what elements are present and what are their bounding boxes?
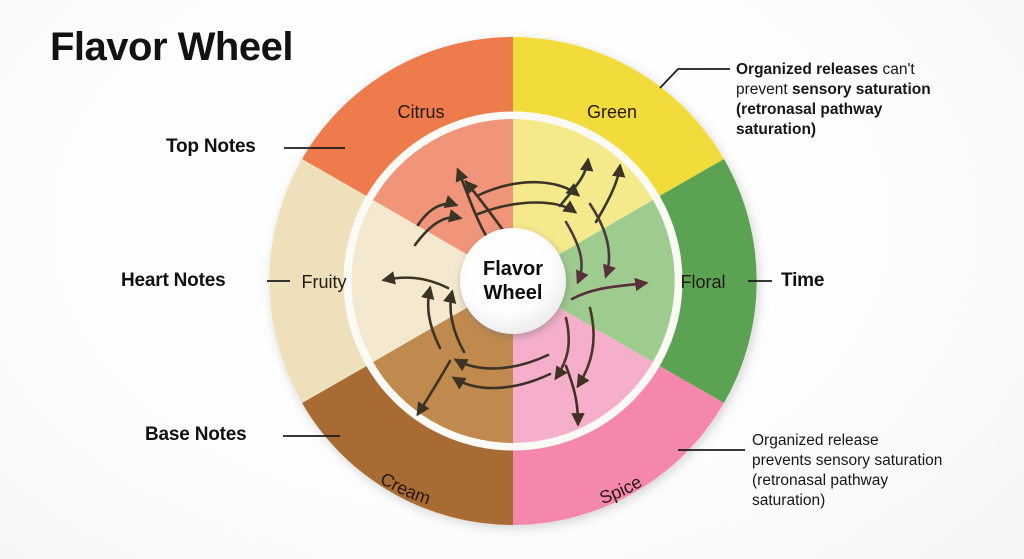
callout-top-right-rest-1: can't: [878, 61, 915, 78]
stage-label-base-notes: Base Notes: [145, 424, 247, 445]
segment-label-green: Green: [587, 102, 637, 122]
callout-bottom-right-line-4: saturation): [752, 492, 826, 509]
leader-callout-top-right: [659, 68, 730, 89]
arrow-green-floral-2: [564, 220, 589, 285]
segment-floral-outer[interactable]: [513, 364, 724, 525]
callout-bottom-right-line-1: Organized release: [752, 432, 879, 449]
arrow-cream-fruity-2: [443, 289, 466, 354]
segment-spice-outer[interactable]: [302, 364, 513, 525]
callout-bottom-right-line-3: (retronasal pathway: [752, 472, 889, 489]
segment-label-floral: Floral: [680, 272, 725, 292]
segment-label-citrus: Citrus: [397, 102, 444, 122]
arrow-citrus-green-2: [476, 200, 578, 216]
arrow-floral-spice-1: [576, 306, 595, 389]
arrow-spice-cream-2: [451, 372, 552, 390]
segment-fruity-outer[interactable]: [302, 37, 513, 198]
wheel-hub[interactable]: [460, 228, 566, 334]
arrow-citrus-3: [416, 195, 459, 227]
callout-top-right-bold-2: sensory saturation: [792, 81, 931, 98]
segment-green-inner[interactable]: [558, 200, 675, 362]
segment-label-fruity: Fruity: [302, 272, 347, 292]
callout-top-right-line-3: (retronasal pathway: [736, 101, 883, 118]
callout-top-right-bold-1: Organized releases: [736, 61, 879, 78]
arrow-cream-1: [416, 359, 452, 417]
hub-label-line1: Flavor: [483, 258, 543, 280]
callout-top-right-rest-2: prevent: [736, 81, 793, 98]
arrow-spice-cream-1: [453, 353, 550, 372]
callout-top-right: Organized releases can't prevent sensory…: [736, 60, 996, 140]
callout-bottom-right: Organized release prevents sensory satur…: [752, 431, 1012, 511]
leader-lines: [267, 68, 772, 451]
arrow-spice-1: [564, 364, 585, 427]
segment-citrus-inner[interactable]: [513, 119, 653, 255]
arrow-green-2: [594, 163, 626, 224]
arrow-floral-1: [570, 277, 649, 301]
segment-green-outer[interactable]: [656, 159, 757, 403]
segment-citrus-outer[interactable]: [513, 37, 724, 198]
callout-top-right-line-4: saturation): [736, 121, 817, 138]
arrow-citrus-4: [413, 209, 463, 247]
stage-label-heart-notes: Heart Notes: [121, 270, 226, 291]
arrow-green-1: [558, 157, 594, 208]
arrow-floral-spice-2: [554, 316, 571, 381]
stage-label-time: Time: [781, 270, 825, 291]
arrow-green-floral-1: [588, 202, 616, 279]
segment-cream-inner[interactable]: [351, 200, 468, 362]
ring-divider: [343, 111, 683, 451]
outer-segments: [269, 37, 757, 525]
stage-label-top-notes: Top Notes: [166, 136, 256, 157]
arrow-cream-fruity-1: [421, 285, 442, 350]
arrow-fruity-1: [381, 271, 450, 290]
segment-cream-outer[interactable]: [269, 159, 370, 403]
page-title: Flavor Wheel: [50, 25, 293, 69]
callout-bottom-right-line-2: prevents sensory saturation: [752, 452, 943, 469]
hub-label-line2: Wheel: [484, 282, 543, 304]
